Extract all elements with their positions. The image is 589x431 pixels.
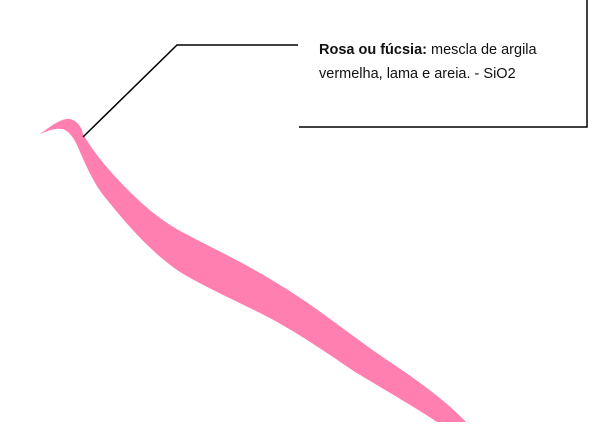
- callout-term: Rosa ou fúcsia:: [319, 42, 427, 58]
- callout-description: mescla de argila vermelha, lama e areia.…: [319, 42, 537, 82]
- callout-label: Rosa ou fúcsia: mescla de argila vermelh…: [319, 38, 581, 86]
- leader-line: [82, 44, 298, 138]
- callout-border: [299, 0, 588, 128]
- pink-layer-band: [40, 118, 466, 423]
